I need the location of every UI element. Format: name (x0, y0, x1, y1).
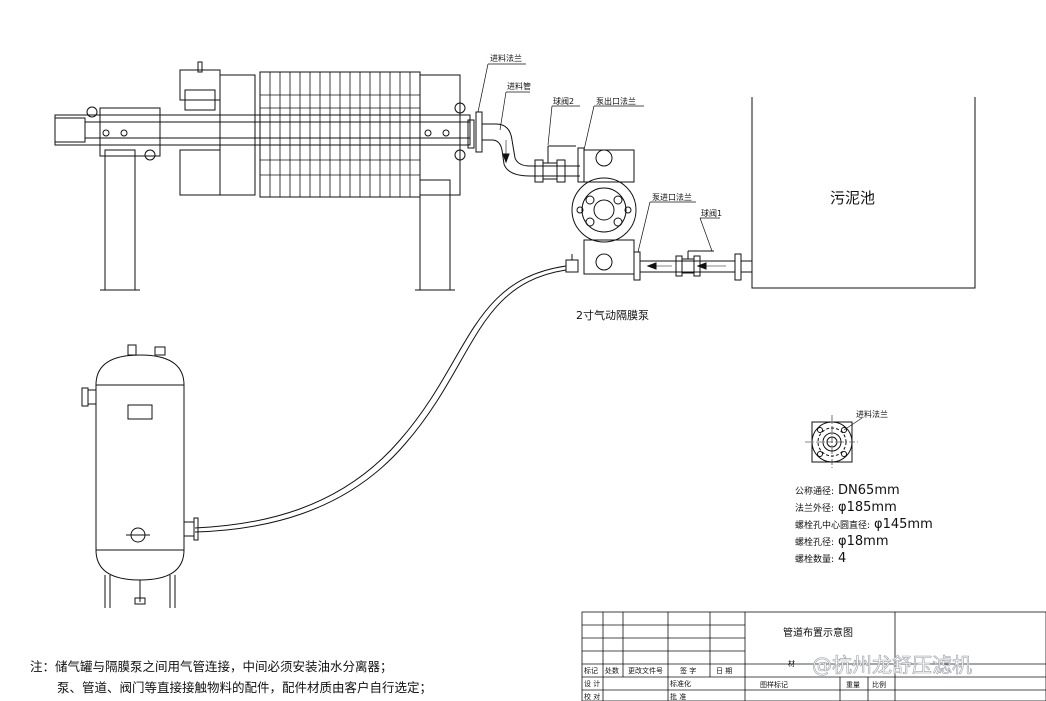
tb-change-doc: 更改文件号 (628, 666, 663, 675)
spec-line: 螺栓孔中心圆直径: φ145mm (795, 517, 933, 532)
label-pump-inlet-flange: 泵进口法兰 (652, 192, 692, 202)
filter-press (54, 61, 483, 291)
spec-label: 法兰外径: (795, 502, 834, 514)
note-line-1: 注：储气罐与隔膜泵之间用气管连接，中间必须安装油水分离器； (30, 659, 393, 674)
tb-date: 日 期 (716, 667, 732, 675)
leader-lines (477, 63, 720, 253)
tb-weight: 重量 (846, 681, 860, 689)
title-block (581, 611, 1046, 701)
spec-value: φ18mm (838, 534, 888, 549)
label-ball-valve-1: 球阀1 (701, 208, 722, 218)
spec-line: 螺栓孔径: φ18mm (795, 534, 889, 549)
tb-standardize: 标准化 (670, 679, 691, 688)
spec-label: 螺栓孔径: (795, 536, 834, 548)
tb-check: 校 对 (584, 692, 600, 701)
inlet-pipe (482, 123, 585, 183)
drawing-title: 管道布置示意图 (783, 626, 853, 639)
air-hose (194, 265, 567, 533)
spec-value: DN65mm (838, 483, 900, 498)
spec-line: 公称通径: DN65mm (795, 483, 900, 498)
tb-stage-mark: 图样标记 (760, 680, 788, 689)
tb-approve: 批 准 (670, 692, 686, 701)
label-sludge-tank: 污泥池 (830, 189, 875, 207)
spec-label: 螺栓孔中心圆直径: (795, 519, 870, 531)
tb-signature: 签 字 (680, 666, 696, 675)
label-inlet-pipe: 进料管 (507, 81, 531, 91)
spec-label: 螺栓数量: (795, 553, 834, 565)
flange-detail (805, 415, 863, 470)
label-pump-name: 2寸气动隔膜泵 (576, 308, 649, 322)
label-inlet-flange: 进料法兰 (490, 53, 522, 63)
tb-mark: 标记 (584, 666, 598, 675)
label-flange-detail: 进料法兰 (856, 409, 888, 419)
spec-value: φ185mm (838, 500, 897, 515)
label-pump-outlet-flange: 泵出口法兰 (596, 96, 636, 106)
tb-scale: 比例 (872, 680, 886, 689)
spec-line: 法兰外径: φ185mm (795, 500, 897, 515)
spec-label: 公称通径: (795, 485, 834, 497)
watermark-text: @杭州龙舒压滤机 (812, 653, 972, 677)
feed-pipe (640, 250, 752, 281)
air-receiver-tank (81, 344, 199, 608)
tb-material: 材 (788, 659, 795, 668)
sludge-tank (751, 97, 976, 289)
spec-list: 公称通径:DN65mm 法兰外径:φ185mm 螺栓孔中心圆直径:φ145mm … (795, 483, 933, 566)
diaphragm-pump (565, 149, 641, 281)
spec-value: φ145mm (874, 517, 933, 532)
spec-value: 4 (838, 551, 846, 566)
tb-count: 处数 (605, 666, 619, 675)
spec-line: 螺栓数量: 4 (795, 551, 846, 566)
note-line-2: 泵、管道、阀门等直接接触物料的配件，配件材质由客户自行选定； (57, 680, 432, 695)
label-ball-valve-2: 球阀2 (553, 96, 574, 106)
tb-design: 设 计 (584, 679, 600, 688)
